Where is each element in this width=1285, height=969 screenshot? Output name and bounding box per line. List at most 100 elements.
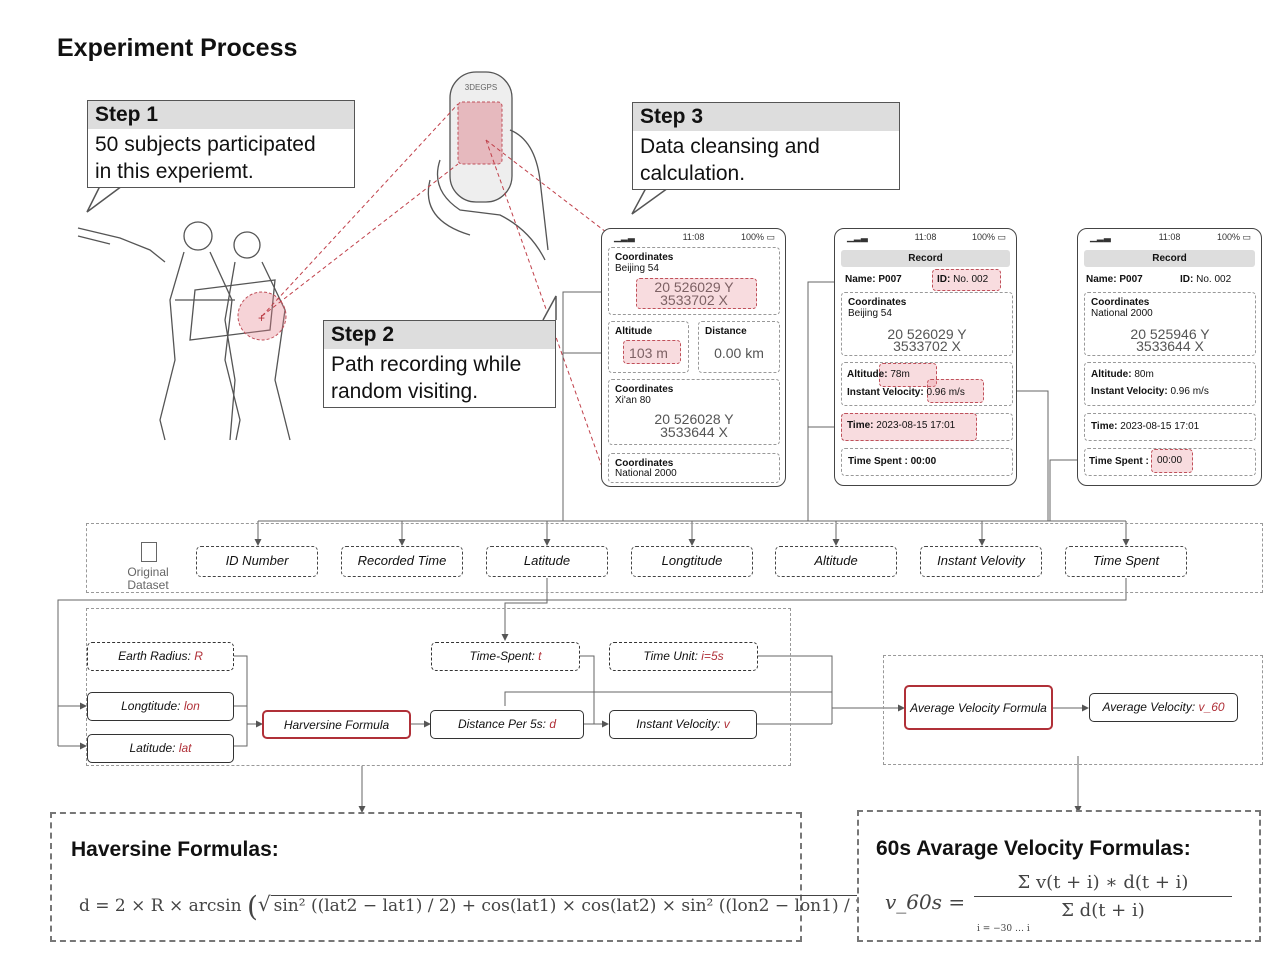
gps-screen-highlight	[457, 101, 503, 165]
coord-label: Coordinates	[615, 384, 674, 395]
coord-x-value: 3533702 X	[893, 338, 961, 354]
step2-text: Path recording while random visiting.	[324, 349, 555, 407]
phone-record-raw: ▁▂▃ 11:08 100% ▭ Record Name: P007 ID: N…	[834, 228, 1017, 486]
velocity-eq-numerator: Σ v(t + i) ∗ d(t + i)	[1017, 872, 1189, 893]
field-longtitude: Longtitude	[631, 546, 753, 577]
velocity-eq-fraction: Σ v(t + i) ∗ d(t + i) Σ d(t + i)	[974, 872, 1232, 921]
battery-icon: 100% ▭	[971, 232, 1006, 242]
coord-y-value: 20 525946 Y	[1130, 326, 1210, 342]
altitude-card: Altitude 103 m	[608, 321, 689, 373]
step3-heading: Step 3	[633, 103, 899, 131]
step1-callout: Step 1 50 subjects participated in this …	[87, 100, 355, 188]
distance-node: Distance Per 5s: d	[430, 710, 584, 739]
id-highlight	[932, 269, 1001, 291]
record-name: Name: P007	[1086, 274, 1143, 285]
battery-icon: 100% ▭	[1216, 232, 1251, 242]
time-spent-label: Time Spent :	[1089, 456, 1149, 467]
step3-line2: calculation.	[640, 162, 746, 185]
field-altitude: Altitude	[775, 546, 897, 577]
haversine-title: Haversine Formulas:	[71, 838, 279, 861]
time-spent-node: Time-Spent: t	[431, 642, 580, 671]
status-time: 11:08	[682, 232, 705, 242]
coord-label: Coordinates	[848, 297, 907, 308]
field-recorded-time: Recorded Time	[341, 546, 463, 577]
coord-card: Coordinates Beijing 54 20 526029 Y 35337…	[841, 292, 1013, 356]
status-bar: ▁▂▃ 11:08 100% ▭	[845, 232, 1006, 244]
status-time: 11:08	[914, 232, 937, 242]
calculation-group	[86, 608, 791, 766]
time-spent-highlight	[1151, 449, 1193, 473]
projection-lines	[261, 103, 607, 479]
time-spent-row: Time Spent : 00:00	[848, 456, 937, 467]
record-id: ID: No. 002	[1180, 274, 1232, 285]
velocity-eq-lhs: v_60s =	[885, 890, 966, 914]
signal-icon: ▁▂▃	[847, 232, 868, 242]
battery-icon: 100% ▭	[740, 232, 775, 242]
hikers-illustration	[77, 221, 291, 441]
step3-line1: Data cleansing and	[640, 135, 820, 158]
haversine-formula-box: Haversine Formulas: d = 2 × R × arcsin (…	[50, 812, 887, 942]
record-name: Name: P007	[845, 274, 902, 285]
distance-value: 0.00 km	[714, 345, 764, 361]
time-spent-card: Time Spent :	[1084, 448, 1256, 476]
field-time-spent: Time Spent	[1065, 546, 1187, 577]
velocity-formula-box: 60s Avarage Velocity Formulas: v_60s = Σ…	[857, 810, 1261, 942]
record-title: Record	[1084, 250, 1255, 267]
time-card: Time: 2023-08-15 17:01	[1084, 413, 1256, 441]
coord-x-value: 3533702 X	[660, 292, 728, 308]
step1-heading: Step 1	[88, 101, 354, 129]
status-bar: ▁▂▃ 11:08 100% ▭	[1088, 232, 1251, 244]
distance-card: Distance 0.00 km	[698, 321, 780, 373]
coord-label: Coordinates	[1091, 297, 1150, 308]
phone-record-converted: ▁▂▃ 11:08 100% ▭ Record Name: P007 ID: N…	[1077, 228, 1262, 486]
time-spent-card: Time Spent : 00:00	[841, 448, 1013, 476]
status-bar: ▁▂▃ 11:08 100% ▭	[612, 232, 775, 244]
earth-radius-node: Earth Radius: R	[87, 642, 234, 671]
step1-line1: 50 subjects participated	[95, 133, 316, 156]
status-time: 11:08	[1158, 232, 1181, 242]
field-id-number: ID Number	[196, 546, 318, 577]
coord-y-value: 20 526029 Y	[887, 326, 967, 342]
step3-callout: Step 3 Data cleansing and calculation.	[632, 102, 900, 190]
coord-system: National 2000	[1091, 308, 1153, 319]
velocity-highlight	[927, 379, 984, 403]
time-unit-node: Time Unit: i=5s	[609, 642, 758, 671]
step2-heading: Step 2	[324, 321, 555, 349]
step3-text: Data cleansing and calculation.	[633, 131, 899, 189]
coord-card: Coordinates National 2000 20 525946 Y 35…	[1084, 292, 1256, 356]
coord-y-value: 20 526029 Y	[654, 279, 734, 295]
field-instant-velocity: Instant Velovity	[920, 546, 1042, 577]
haversine-formula-node: Harversine Formula	[262, 710, 411, 739]
coord-label: Coordinates	[615, 458, 674, 469]
time-highlight	[841, 413, 977, 441]
coord-system: Xi'an 80	[615, 395, 651, 406]
coord-highlight	[636, 278, 757, 309]
step2-line1: Path recording while	[331, 353, 522, 376]
document-icon	[141, 542, 157, 562]
record-id: ID: No. 002	[937, 274, 989, 285]
altitude-row: Altitude: 80m	[1091, 369, 1154, 380]
step1-line2: in this experiemt.	[95, 160, 254, 183]
step1-text: 50 subjects participated in this experie…	[88, 129, 354, 187]
page-title: Experiment Process	[57, 34, 298, 62]
average-velocity-node: Average Velocity: v_60	[1089, 693, 1238, 722]
distance-label: Distance	[705, 326, 747, 337]
original-dataset-group	[86, 523, 1263, 593]
coord-x-value: 3533644 X	[1136, 338, 1204, 354]
device-brand: 3DEGPS	[465, 83, 497, 92]
time-row: Time: 2023-08-15 17:01	[1091, 421, 1200, 432]
velocity-row: Instant Velocity: 0.96 m/s	[847, 387, 965, 398]
field-latitude: Latitude	[486, 546, 608, 577]
gps-marker-icon: +	[258, 311, 265, 325]
calc-lines	[57, 578, 1127, 813]
signal-icon: ▁▂▃	[614, 232, 635, 242]
coord-system: Beijing 54	[848, 308, 892, 319]
coord-system: Beijing 54	[615, 263, 659, 274]
signal-icon: ▁▂▃	[1090, 232, 1111, 242]
time-spent-value: 00:00	[1157, 455, 1183, 466]
step2-callout: Step 2 Path recording while random visit…	[323, 320, 556, 408]
longitude-node: Longtitude: lon	[87, 692, 234, 721]
altitude-value: 103 m	[629, 345, 668, 361]
step2-line2: random visiting.	[331, 380, 479, 403]
